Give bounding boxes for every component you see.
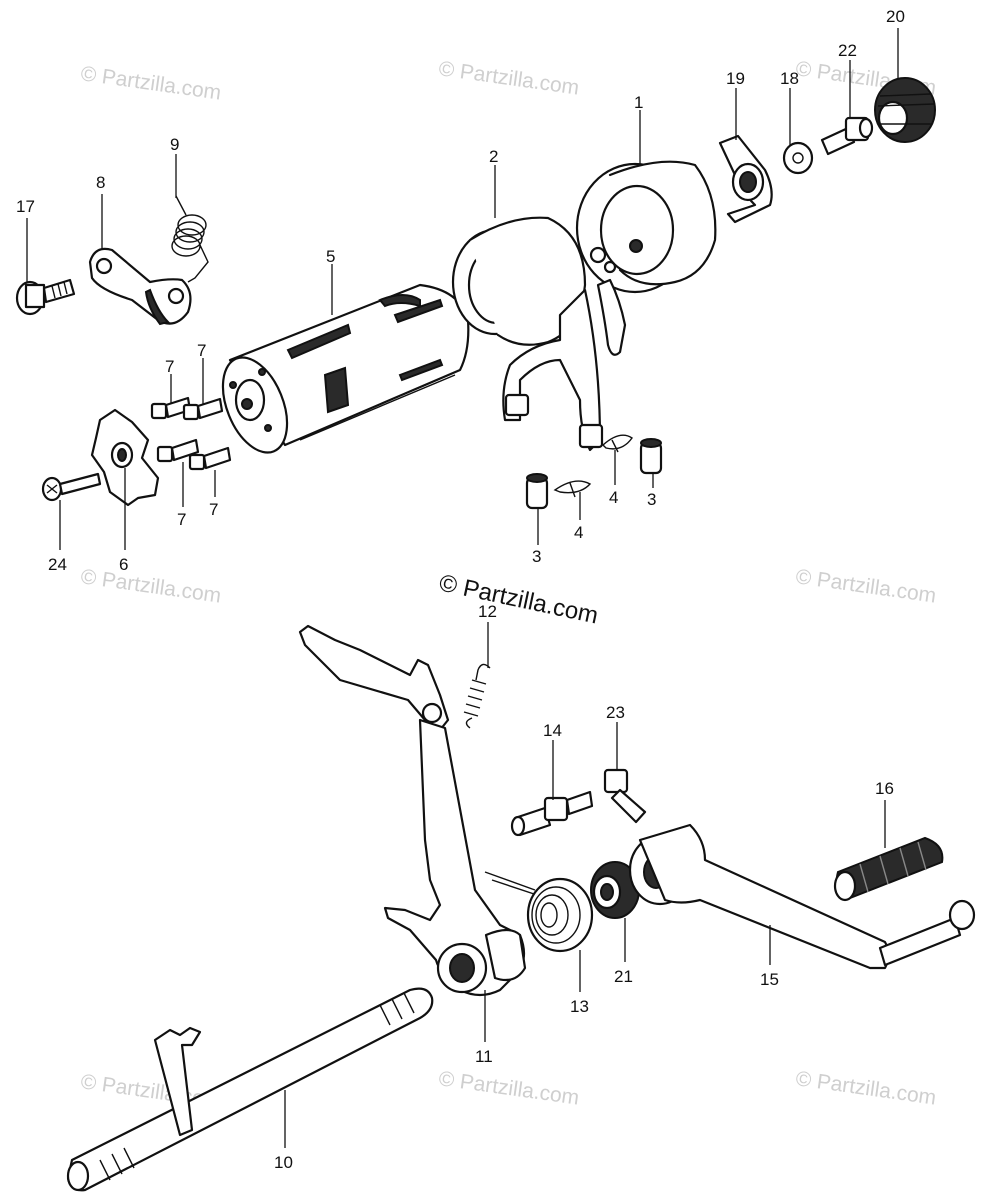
pin <box>525 473 549 510</box>
callout-1: 1 <box>634 93 643 112</box>
part-19-plate <box>718 134 773 224</box>
watermark: © Partzilla.com <box>79 62 222 104</box>
callout-4: 4 <box>574 523 583 542</box>
callout-17: 17 <box>16 197 35 216</box>
part-7-bolts <box>150 396 232 471</box>
callout-7: 7 <box>197 341 206 360</box>
callout-6: 6 <box>119 555 128 574</box>
part-24-screw <box>41 472 102 502</box>
watermark: © Partzilla.com <box>794 1067 937 1109</box>
part-1-shift-fork <box>575 160 717 356</box>
part-4-clips <box>553 434 633 498</box>
callout-7: 7 <box>165 357 174 376</box>
part-5-shift-drum <box>221 283 470 454</box>
leader-lines <box>26 28 899 1148</box>
callout-9: 9 <box>170 135 179 154</box>
pin <box>639 438 663 475</box>
watermark: © Partzilla.com <box>437 1067 580 1109</box>
callout-7: 7 <box>177 510 186 529</box>
callout-20: 20 <box>886 7 905 26</box>
part-17-bolt <box>15 278 76 316</box>
part-13-return-spring <box>484 871 594 953</box>
callout-4: 4 <box>609 488 618 507</box>
part-2-shift-fork <box>451 216 604 452</box>
part-14-stud <box>510 790 594 837</box>
part-18-washer <box>782 141 814 175</box>
bolt <box>182 397 224 421</box>
callout-2: 2 <box>489 147 498 166</box>
callouts: 1 2 3 3 4 4 5 6 7 7 7 7 8 9 10 11 12 13 … <box>16 7 905 1172</box>
callout-16: 16 <box>875 779 894 798</box>
callout-3: 3 <box>647 490 656 509</box>
watermark: © Partzilla.com <box>794 565 937 607</box>
watermark: © Partzilla.com <box>79 565 222 607</box>
callout-21: 21 <box>614 967 633 986</box>
part-8-stopper-arm <box>88 247 192 326</box>
part-16-pedal-rubber <box>833 836 944 902</box>
bolt <box>188 446 232 471</box>
callout-7: 7 <box>209 500 218 519</box>
part-12-spring <box>463 663 491 729</box>
part-21-bushing <box>590 861 640 919</box>
callout-14: 14 <box>543 721 562 740</box>
part-3-pins <box>525 438 663 510</box>
callout-22: 22 <box>838 41 857 60</box>
callout-8: 8 <box>96 173 105 192</box>
part-6-star-plate <box>90 408 160 507</box>
callout-15: 15 <box>760 970 779 989</box>
callout-18: 18 <box>780 69 799 88</box>
bolt <box>156 438 200 463</box>
callout-12: 12 <box>478 602 497 621</box>
part-9-spring <box>171 195 209 283</box>
part-22-bolt <box>820 116 874 156</box>
callout-24: 24 <box>48 555 67 574</box>
callout-11: 11 <box>475 1047 493 1066</box>
callout-13: 13 <box>570 997 589 1016</box>
callout-19: 19 <box>726 69 745 88</box>
part-11-lever <box>298 624 527 997</box>
part-23-bolt <box>603 768 647 824</box>
callout-10: 10 <box>274 1153 293 1172</box>
callout-5: 5 <box>326 247 335 266</box>
part-20-cap <box>874 77 936 143</box>
part-15-pedal <box>628 823 976 970</box>
part-10-shaft <box>66 987 434 1192</box>
watermark-center: © Partzilla.com <box>437 569 601 629</box>
watermark: © Partzilla.com <box>437 57 580 99</box>
callout-3: 3 <box>532 547 541 566</box>
callout-23: 23 <box>606 703 625 722</box>
